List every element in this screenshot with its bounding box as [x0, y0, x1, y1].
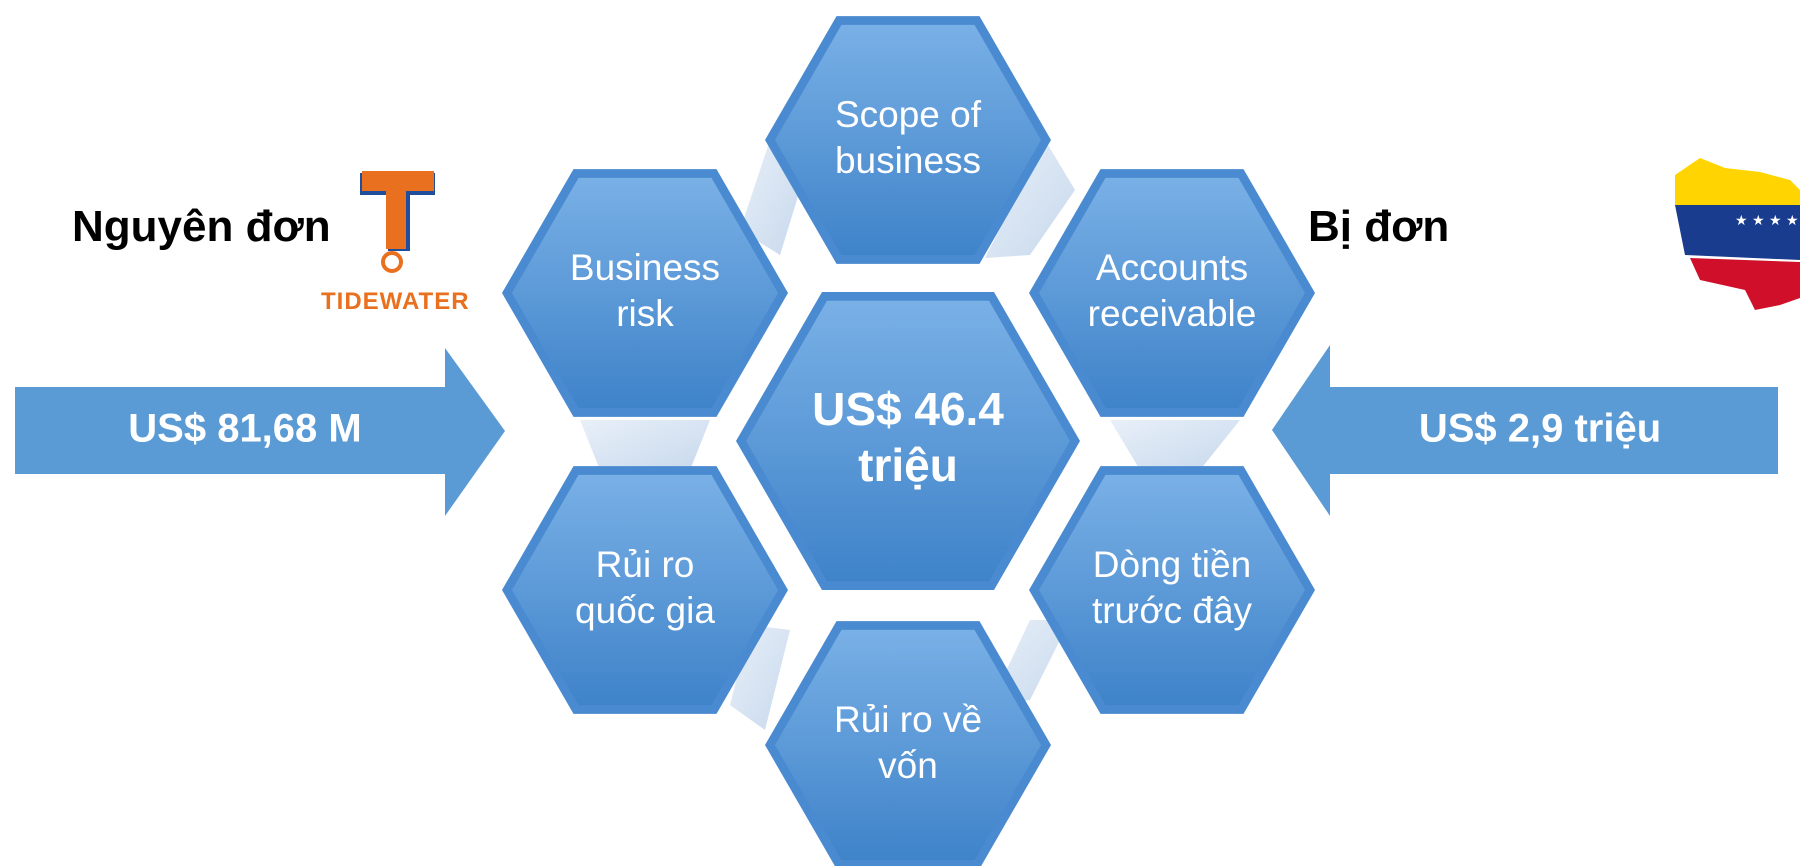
defendant-arrow: US$ 2,9 triệu — [1272, 345, 1778, 516]
svg-text:★ ★ ★ ★: ★ ★ ★ ★ — [1735, 213, 1799, 229]
defendant-label: Bị đơn — [1308, 202, 1450, 251]
factor-hex-dong-tien-line2: trước đây — [1092, 590, 1253, 631]
tidewater-logo: TIDEWATER — [321, 171, 470, 315]
plaintiff-label: Nguyên đơn — [72, 202, 331, 251]
factor-hex-rui-ro-quoc-gia-inner — [512, 474, 778, 706]
factor-hex-business-risk-inner — [512, 177, 778, 409]
connector-left — [580, 420, 710, 470]
factor-hex-rui-ro-ve-von-line2: vốn — [878, 745, 938, 786]
factor-hex-accounts-receivable: Accounts receivable — [1029, 169, 1315, 417]
tidewater-logo-text: TIDEWATER — [321, 288, 470, 315]
factor-hex-scope-of-business-line2: business — [835, 140, 981, 181]
venezuela-map-icon: ★ ★ ★ ★ — [1675, 158, 1800, 310]
defendant-amount: US$ 2,9 triệu — [1419, 407, 1661, 451]
center-hex-total-line1: US$ 46.4 — [812, 383, 1004, 435]
factor-hex-scope-of-business-inner — [775, 24, 1041, 256]
factor-hex-dong-tien-line1: Dòng tiền — [1093, 544, 1251, 585]
plaintiff-amount: US$ 81,68 M — [128, 407, 361, 451]
factor-hex-rui-ro-ve-von: Rủi ro về vốn — [765, 621, 1051, 866]
factor-hex-rui-ro-quoc-gia-line1: Rủi ro — [596, 544, 695, 585]
factor-hex-rui-ro-quoc-gia: Rủi ro quốc gia — [502, 466, 788, 714]
factor-hex-rui-ro-ve-von-line1: Rủi ro về — [834, 699, 982, 740]
plaintiff-arrow: US$ 81,68 M — [15, 348, 505, 516]
factor-hex-business-risk: Business risk — [502, 169, 788, 417]
center-hex-total-line2: triệu — [858, 439, 958, 491]
factor-hex-business-risk-line2: risk — [616, 293, 674, 334]
factor-hex-business-risk-line1: Business — [570, 247, 720, 288]
center-hex-total-inner — [746, 300, 1070, 582]
connector-top-right — [985, 140, 1075, 258]
factor-hex-accounts-receivable-line1: Accounts — [1096, 247, 1248, 288]
factor-hex-accounts-receivable-line2: receivable — [1088, 293, 1257, 334]
factor-hex-dong-tien: Dòng tiền trước đây — [1029, 466, 1315, 714]
factor-hex-dong-tien-inner — [1039, 474, 1305, 706]
connector-right — [1110, 420, 1240, 470]
factor-hex-scope-of-business: Scope of business — [765, 16, 1051, 264]
factor-hex-rui-ro-quoc-gia-line2: quốc gia — [575, 590, 715, 631]
factor-hex-accounts-receivable-inner — [1039, 177, 1305, 409]
factor-hex-scope-of-business-line1: Scope of — [835, 94, 982, 135]
factor-hex-rui-ro-ve-von-inner — [775, 629, 1041, 861]
